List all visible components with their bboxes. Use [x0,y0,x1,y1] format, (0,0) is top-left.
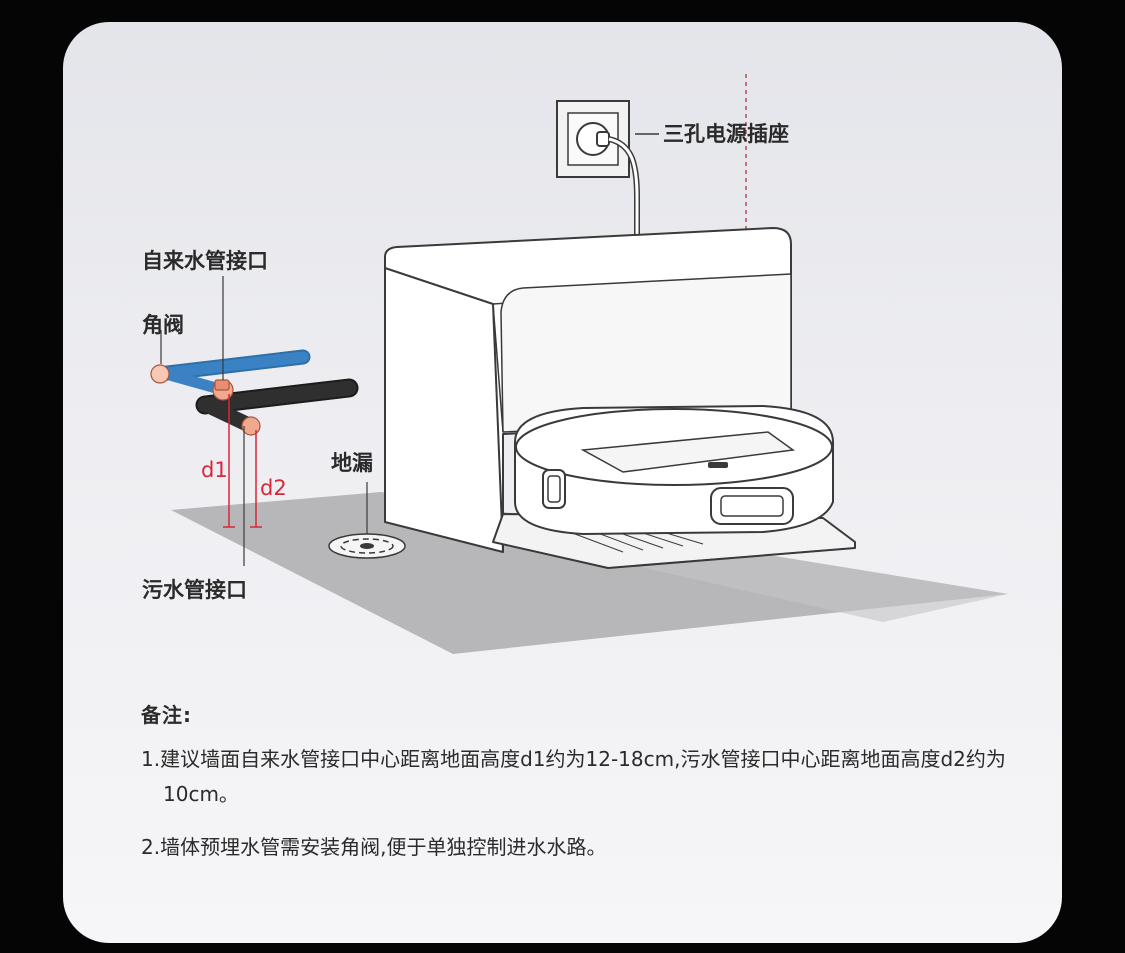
socket-label: 三孔电源插座 [663,122,789,146]
installation-card: 三孔电源插座 自来水管接口 角阀 地漏 污水管接口 d1 d2 备注: 1.建议… [63,22,1062,943]
angle-valve-label: 角阀 [142,313,184,337]
drain-outlet-label: 污水管接口 [142,578,247,602]
floor-drain-label: 地漏 [331,451,373,475]
installation-diagram [150,74,1008,654]
power-socket-icon [556,100,640,254]
note-item: 1.建议墙面自来水管接口中心距离地面高度d1约为12-18cm,污水管接口中心距… [141,747,1006,806]
notes-section: 备注: 1.建议墙面自来水管接口中心距离地面高度d1约为12-18cm,污水管接… [141,699,1021,865]
floor-area [171,492,1008,654]
d1-label: d1 [201,458,228,482]
robot-vacuum [514,404,834,536]
d2-label: d2 [260,476,287,500]
pipes [151,349,359,434]
water-inlet-label: 自来水管接口 [142,249,268,273]
floor-drain-icon [328,533,406,559]
notes-title: 备注: [141,703,192,727]
angle-valve-icon [150,364,261,436]
dimension-lines [223,394,262,528]
note-item: 2.墙体预埋水管需安装角阀,便于单独控制进水水路。 [141,835,607,859]
